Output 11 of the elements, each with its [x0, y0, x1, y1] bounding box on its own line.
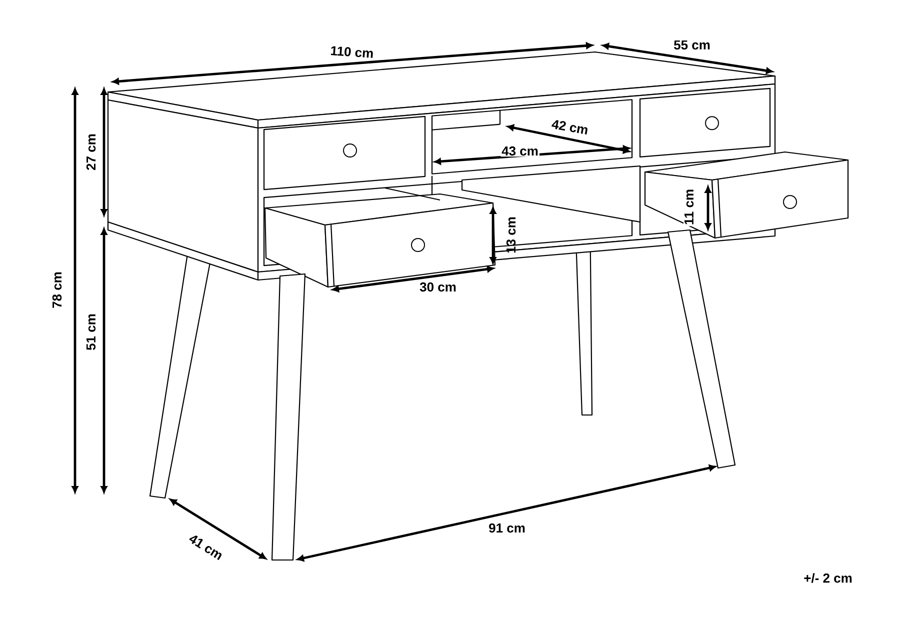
dimension-label: 110 cm — [330, 46, 373, 58]
dimension-label: 30 cm — [420, 282, 456, 292]
dimension-label: 42 cm — [550, 118, 590, 136]
dimension-label: +/- 2 cm — [804, 573, 852, 583]
dimension-label: 91 cm — [489, 523, 525, 533]
dimension-label: 43 cm — [500, 145, 540, 157]
dimension-label: 51 cm — [86, 314, 96, 350]
dimension-label: 27 cm — [86, 134, 96, 170]
dimension-label: 78 cm — [52, 272, 62, 308]
dimension-label: 41 cm — [189, 536, 222, 560]
dimension-label: 55 cm — [674, 40, 710, 50]
